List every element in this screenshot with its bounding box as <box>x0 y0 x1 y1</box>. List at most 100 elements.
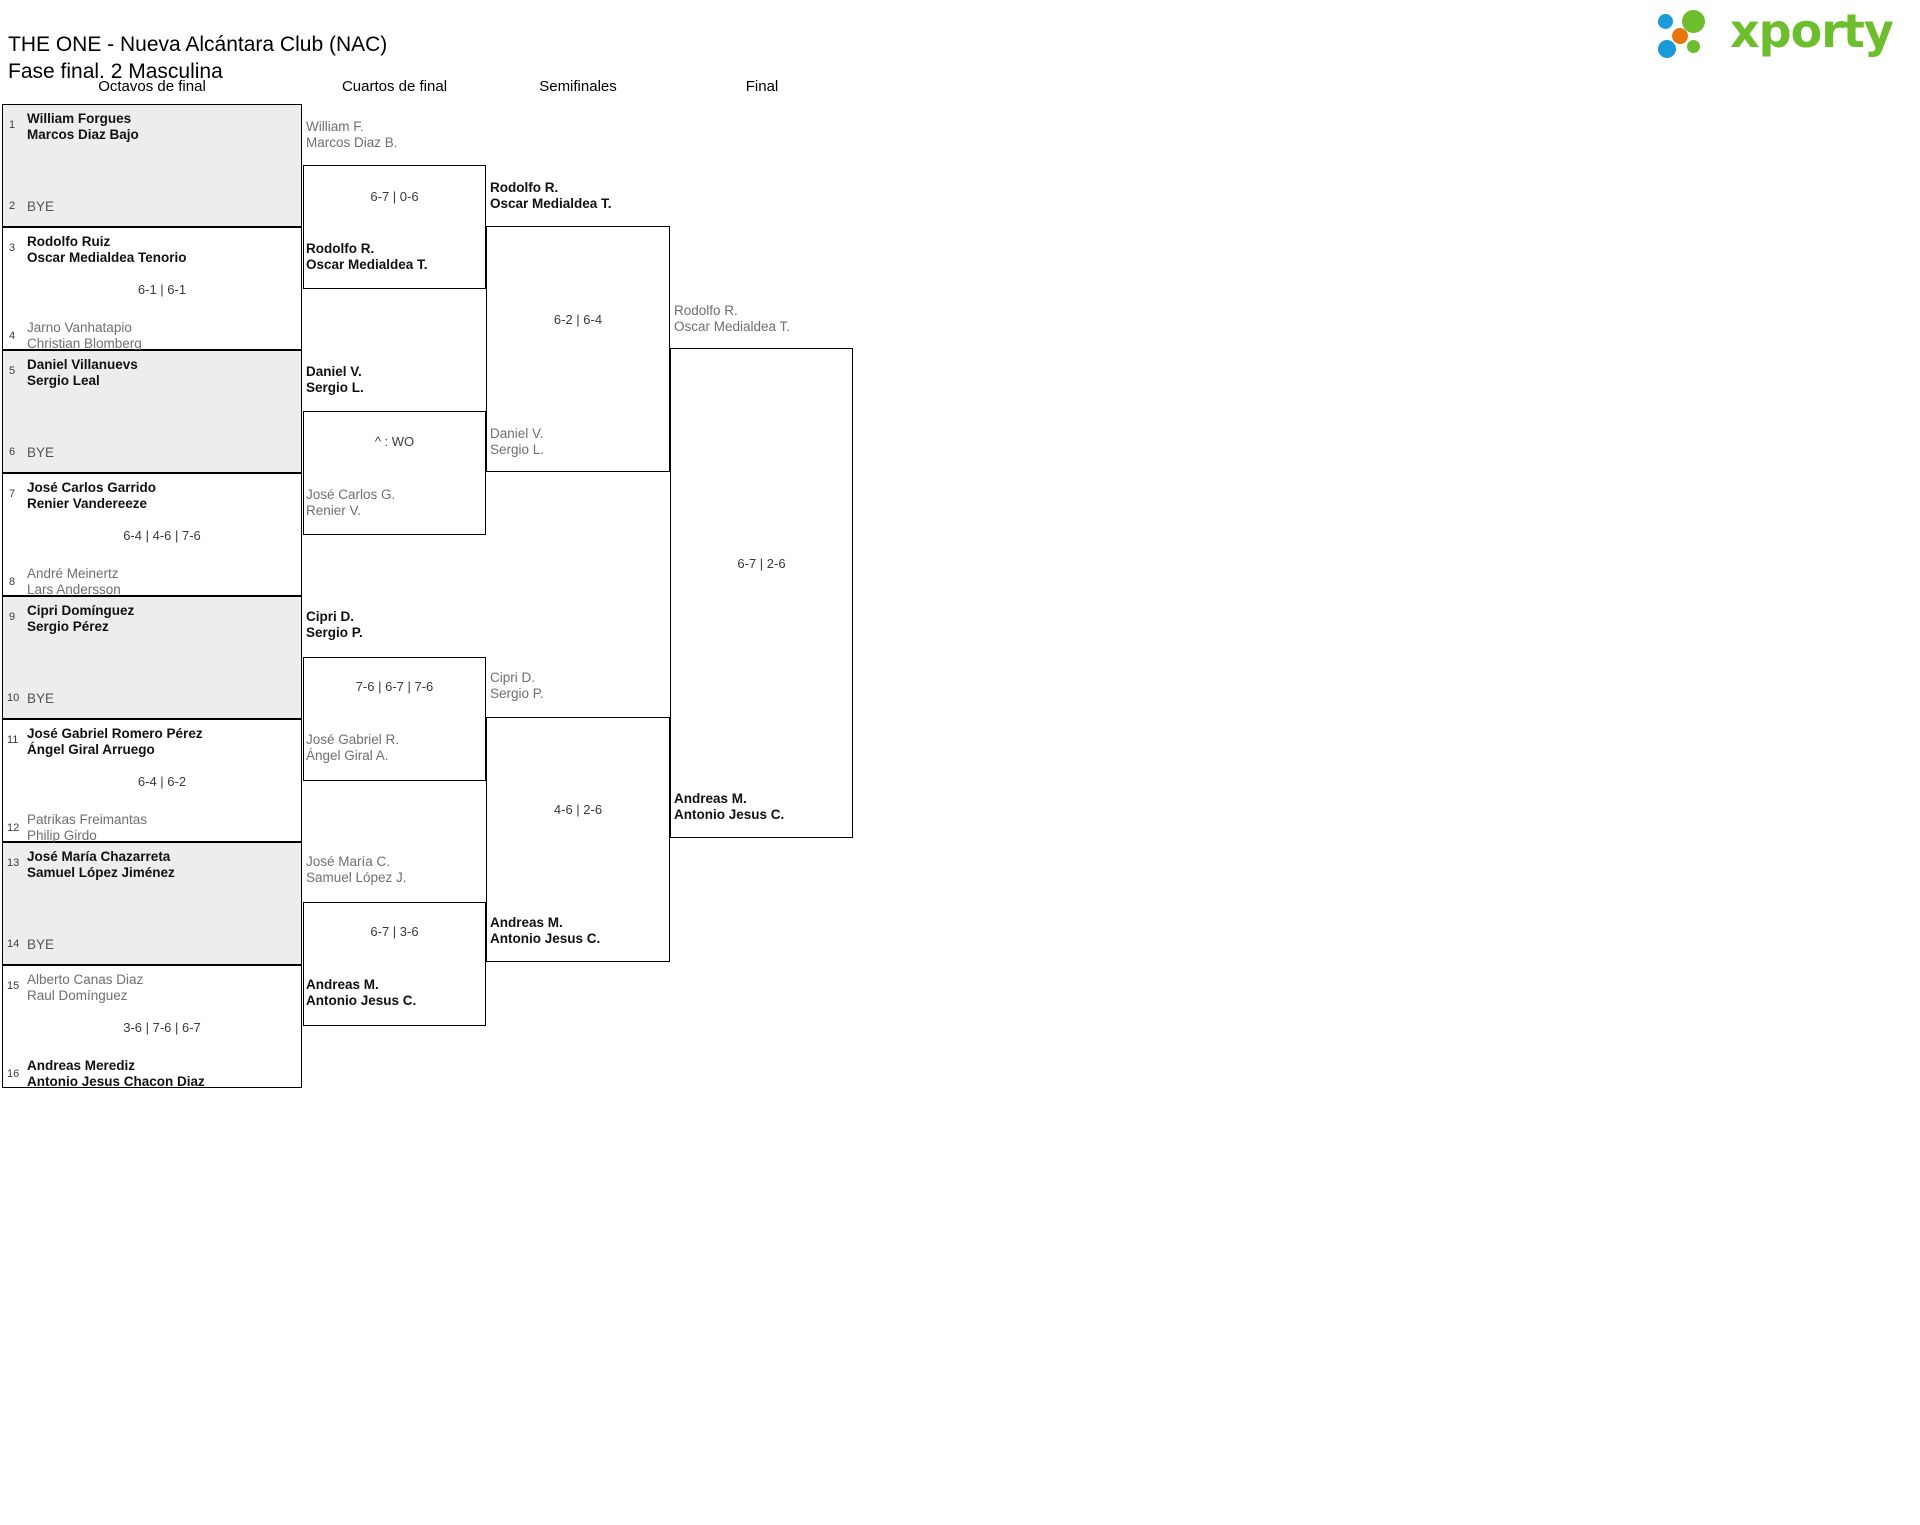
player-name: Oscar Medialdea T. <box>674 318 791 334</box>
seed-number: 1 <box>9 119 16 131</box>
seed-number: 11 <box>7 734 19 746</box>
player-name: Cipri Domínguez <box>27 603 135 618</box>
match-r2-1[interactable] <box>303 165 486 289</box>
player-name: William F. <box>306 119 364 134</box>
seed-number: 8 <box>9 576 16 588</box>
player-name: Daniel V. <box>490 426 544 441</box>
player-name: Jarno Vanhatapio <box>27 320 132 335</box>
player-name: Alberto Canas Diaz <box>27 972 144 987</box>
match-score-r3-2: 4-6 | 2-6 <box>553 802 603 817</box>
player-name: Andreas M. <box>306 977 379 992</box>
player-name: Ángel Giral A. <box>306 747 389 763</box>
team-top: José María Chazarreta Samuel López Jimén… <box>27 849 175 880</box>
seed-number: 12 <box>7 822 20 834</box>
match-r1-1[interactable]: 1 William Forgues Marcos Diaz Bajo 2 BYE <box>2 104 302 227</box>
match-r1-4[interactable]: 7 José Carlos Garrido Renier Vandereeze … <box>2 473 302 597</box>
seed-number: 5 <box>9 365 16 377</box>
match-r2-3[interactable] <box>303 657 486 781</box>
player-name: Sergio Pérez <box>27 618 109 634</box>
player-name: Antonio Jesus C. <box>306 992 417 1008</box>
player-name: José Carlos Garrido <box>27 480 157 495</box>
team-bottom-r2-2: José Carlos G. Renier V. <box>306 487 395 518</box>
team-bottom-r2-1: Rodolfo R. Oscar Medialdea T. <box>306 241 428 272</box>
team-top-r2-3: Cipri D. Sergio P. <box>306 609 363 640</box>
player-name: Ángel Giral Arruego <box>27 741 155 757</box>
seed-number: 9 <box>9 611 16 623</box>
match-r2-2[interactable] <box>303 411 486 535</box>
team-top: José Gabriel Romero Pérez Ángel Giral Ar… <box>27 726 203 757</box>
team-bottom-r3-1: Daniel V. Sergio L. <box>490 426 544 457</box>
match-r1-2[interactable]: 3 Rodolfo Ruiz Oscar Medialdea Tenorio 4… <box>2 227 302 351</box>
match-r2-4[interactable] <box>303 902 486 1026</box>
player-name: José Carlos G. <box>306 487 396 502</box>
match-score-r3-1: 6-2 | 6-4 <box>553 312 603 327</box>
team-bottom: Patrikas Freimantas Philip Girdo <box>27 812 147 843</box>
match-score-final: 6-7 | 2-6 <box>737 556 786 571</box>
player-name: Daniel Villanuevs <box>27 357 138 372</box>
player-name: Oscar Medialdea Tenorio <box>27 249 187 265</box>
player-name: Sergio L. <box>490 441 545 457</box>
match-score: 3-6 | 7-6 | 6-7 <box>123 1020 201 1035</box>
xporty-logo: xporty <box>1658 4 1908 62</box>
player-name: Renier Vandereeze <box>27 495 148 511</box>
team-top: Rodolfo Ruiz Oscar Medialdea Tenorio <box>27 234 187 265</box>
round-header-semis: Semifinales <box>539 78 617 95</box>
player-name: Marcos Diaz B. <box>306 134 398 150</box>
seed-number: 7 <box>9 488 16 500</box>
team-top-r2-1: William F. Marcos Diaz B. <box>306 119 398 150</box>
player-name: José Gabriel Romero Pérez <box>27 726 203 741</box>
player-name: Andreas Merediz <box>27 1058 136 1073</box>
player-name: Daniel V. <box>306 364 362 379</box>
match-r1-5[interactable]: 9 Cipri Domínguez Sergio Pérez 10 BYE <box>2 596 302 719</box>
match-r1-8[interactable]: 15 Alberto Canas Diaz Raul Domínguez 16 … <box>2 965 302 1089</box>
match-r1-7[interactable]: 13 José María Chazarreta Samuel López Ji… <box>2 842 302 965</box>
team-top: Cipri Domínguez Sergio Pérez <box>27 603 134 634</box>
player-name: Rodolfo R. <box>306 241 375 256</box>
match-r4-final[interactable] <box>670 348 853 838</box>
team-bottom: Jarno Vanhatapio Christian Blomberg <box>27 320 142 351</box>
seed-number: 6 <box>9 446 16 458</box>
seed-number: 10 <box>7 692 20 704</box>
team-top-r2-4: José María C. Samuel López J. <box>306 854 407 885</box>
team-top-final: Rodolfo R. Oscar Medialdea T. <box>674 303 790 334</box>
player-name: José María C. <box>306 854 391 869</box>
player-name: Cipri D. <box>490 670 536 685</box>
team-bottom: André Meinertz Lars Andersson <box>27 566 121 597</box>
champion-name: Antonio Jesus C. <box>674 806 785 822</box>
team-top: William Forgues Marcos Diaz Bajo <box>27 111 139 142</box>
player-name: Antonio Jesus Chacon Diaz <box>27 1073 205 1089</box>
match-r1-3[interactable]: 5 Daniel Villanuevs Sergio Leal 6 BYE <box>2 350 302 473</box>
match-score-r2-4: 6-7 | 3-6 <box>370 924 419 939</box>
team-bottom-r2-4: Andreas M. Antonio Jesus C. <box>306 977 416 1008</box>
player-name: José María Chazarreta <box>27 849 171 864</box>
match-r1-6[interactable]: 11 José Gabriel Romero Pérez Ángel Giral… <box>2 719 302 843</box>
seed-number: 2 <box>9 200 16 212</box>
team-top-r3-2: Cipri D. Sergio P. <box>490 670 544 701</box>
player-name: Cipri D. <box>306 609 355 624</box>
bye-label: BYE <box>27 199 55 214</box>
player-name: Sergio L. <box>306 379 364 395</box>
player-name: Patrikas Freimantas <box>27 812 148 827</box>
team-bottom-final: Andreas M. Antonio Jesus C. <box>674 791 784 822</box>
player-name: Raul Domínguez <box>27 987 128 1003</box>
match-r3-1[interactable] <box>486 226 670 472</box>
seed-number: 13 <box>7 857 20 869</box>
player-name: Sergio Leal <box>27 372 100 388</box>
bye-label: BYE <box>27 445 55 460</box>
player-name: Oscar Medialdea T. <box>490 195 612 211</box>
round-header-final: Final <box>745 78 779 95</box>
team-bottom: Andreas Merediz Antonio Jesus Chacon Dia… <box>27 1058 205 1089</box>
player-name: Rodolfo Ruiz <box>27 234 111 249</box>
player-name: Antonio Jesus C. <box>490 930 601 946</box>
team-top-r3-1: Rodolfo R. Oscar Medialdea T. <box>490 180 612 211</box>
logo-dots-icon <box>1658 10 1724 58</box>
match-r3-2[interactable] <box>486 717 670 962</box>
team-bottom-r3-2: Andreas M. Antonio Jesus C. <box>490 915 600 946</box>
match-score: 6-1 | 6-1 <box>137 282 187 297</box>
tournament-name: THE ONE - Nueva Alcántara Club (NAC) <box>8 33 388 56</box>
page-title: THE ONE - Nueva Alcántara Club (NAC) Fas… <box>8 4 387 112</box>
bye-label: BYE <box>27 691 55 706</box>
player-name: José Gabriel R. <box>306 732 400 747</box>
player-name: Rodolfo R. <box>490 180 559 195</box>
player-name: Philip Girdo <box>27 827 97 843</box>
